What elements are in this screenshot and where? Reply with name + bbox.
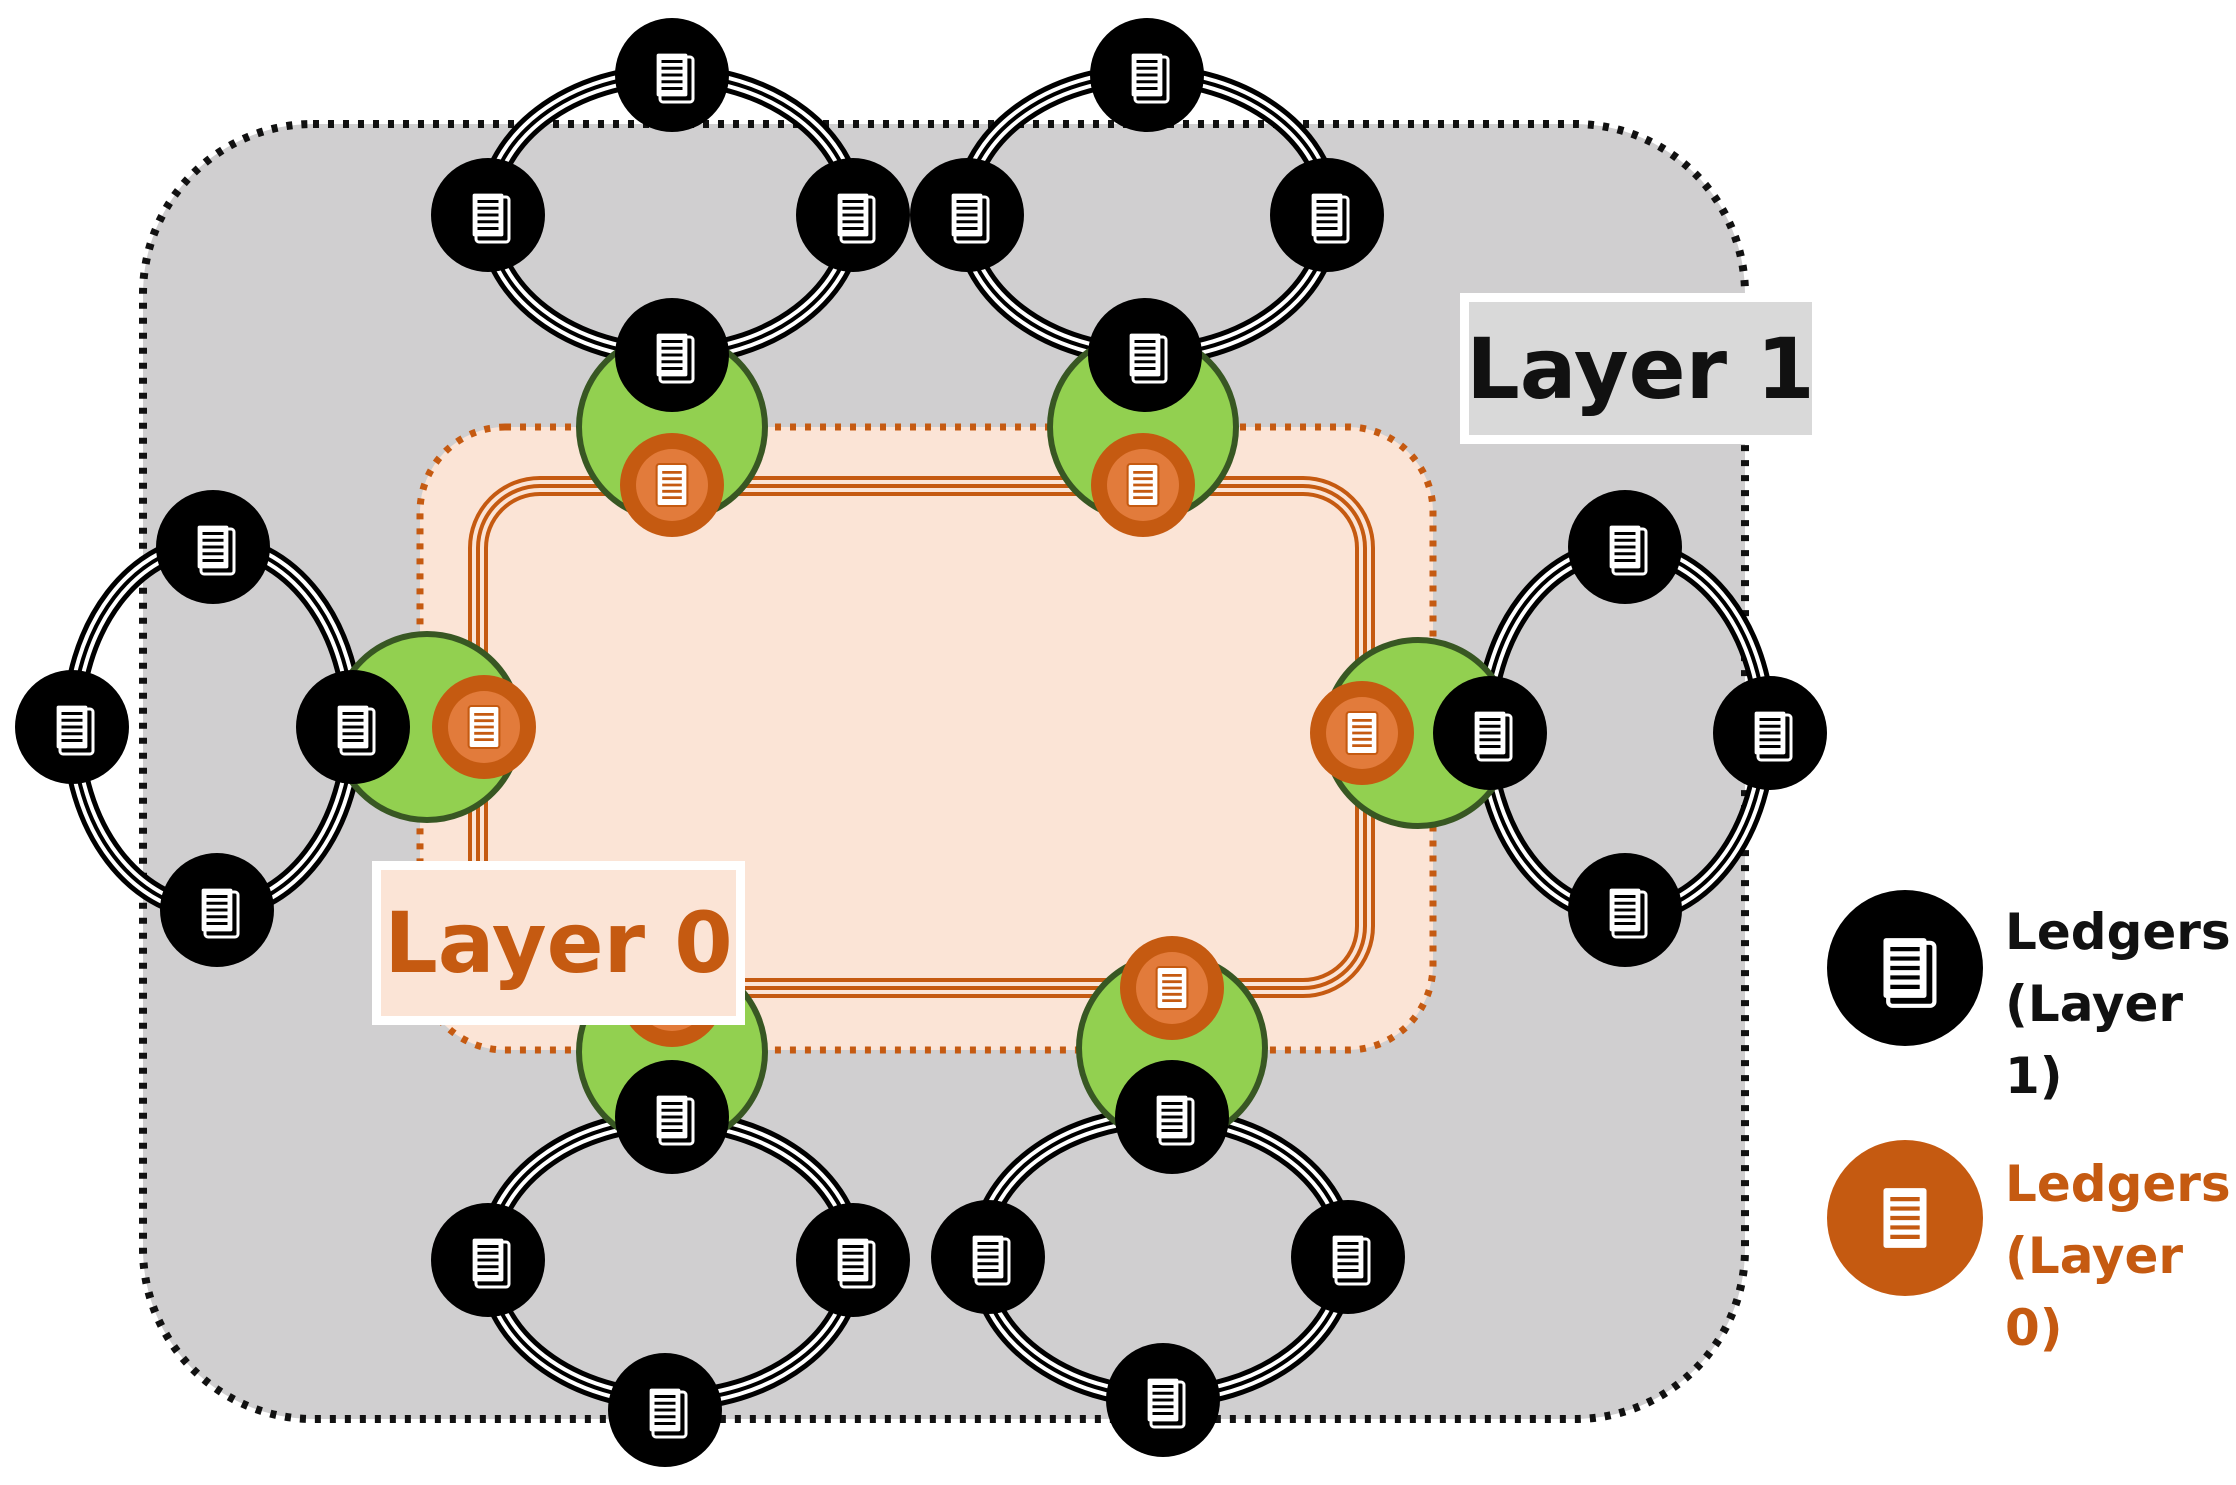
layer1-label: Layer 1 xyxy=(1460,293,1821,444)
layer1-nodes xyxy=(15,18,1827,1467)
legend-layer1-text: Ledgers (Layer 1) xyxy=(2005,896,2236,1112)
legend-layer1-line2: (Layer 1) xyxy=(2005,975,2184,1105)
legend-layer0-line2: (Layer 0) xyxy=(2005,1227,2184,1357)
layer0-label: Layer 0 xyxy=(372,861,745,1025)
legend-layer1-icon xyxy=(1827,890,1983,1046)
legend-layer0-icon xyxy=(1827,1140,1983,1296)
legend-layer1-line1: Ledgers xyxy=(2005,903,2231,961)
legend-layer0-text: Ledgers (Layer 0) xyxy=(2005,1148,2236,1364)
legend-layer0-line1: Ledgers xyxy=(2005,1155,2231,1213)
